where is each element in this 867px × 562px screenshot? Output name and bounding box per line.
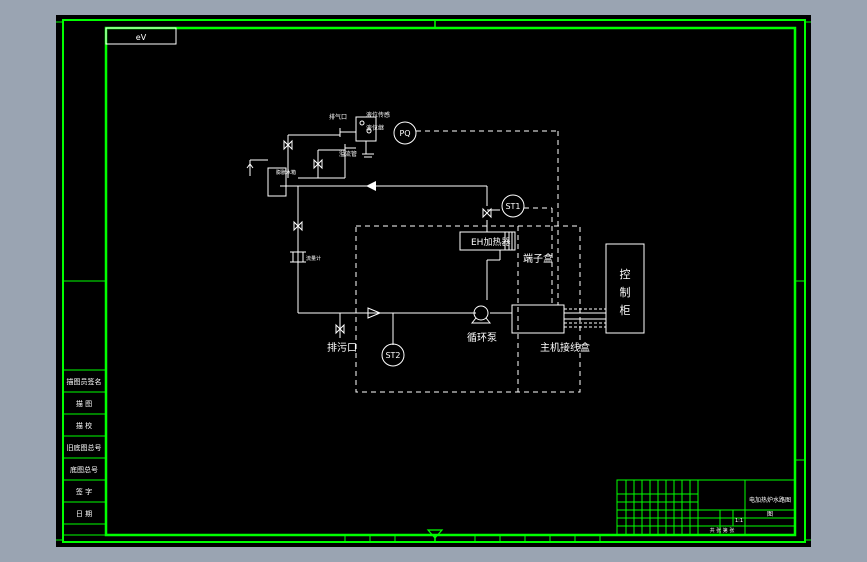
- heater: [459, 231, 516, 251]
- title-block-scale: 1:1: [735, 518, 743, 524]
- dashed-lines: [355, 130, 581, 393]
- st1-label: ST1: [505, 202, 520, 211]
- overflow-valve-icon: [313, 158, 323, 170]
- drain-valve-icon: [335, 323, 345, 335]
- stamp-tracing: 描 图: [76, 399, 92, 408]
- pq-label: PQ: [399, 129, 410, 138]
- flow-meter-label: 流量计: [306, 255, 321, 262]
- title-block-drawing-code: 图: [767, 511, 773, 518]
- return-flow-arrow: [366, 181, 376, 191]
- sheet-tag: eV: [136, 33, 147, 42]
- control-cabinet: [605, 243, 645, 334]
- drawing-frame: [56, 19, 811, 543]
- control-cabinet-char-3: 柜: [620, 304, 631, 317]
- st2-label: ST2: [385, 351, 400, 360]
- expansion-tank-label: 膨胀水箱: [276, 169, 296, 176]
- pq-sensor: [393, 121, 417, 145]
- title-block-sheet: 共 张 第 张: [710, 527, 735, 534]
- title-block-drawing-name: 电加热炉水路图: [749, 496, 791, 504]
- drawing-sheet: [56, 15, 811, 547]
- sheet-tag-box: [105, 27, 177, 45]
- stamp-drawing-no: 底图总号: [70, 465, 98, 474]
- pump: [470, 305, 492, 324]
- side-stamp-labels: 描图员签名 描 图 描 校 旧底图总号 底图总号 签 字 日 期: [67, 377, 102, 518]
- heater-valve-icon: [482, 207, 492, 219]
- main-junction-box: [511, 304, 565, 334]
- st2-sensor: [381, 343, 405, 367]
- overflow-pipe-label: 溢流管: [339, 150, 357, 158]
- title-block: [616, 479, 796, 536]
- stamp-signature: 签 字: [76, 487, 92, 496]
- centering-mark-bottom: [426, 529, 444, 539]
- terminal-box-label: 端子盒: [523, 252, 553, 265]
- drain-label: 排污口: [327, 341, 357, 354]
- cable-bundle: [564, 308, 606, 328]
- vent-port-label: 排气口: [329, 113, 347, 121]
- stamp-date: 日 期: [76, 510, 92, 518]
- main-junction-box-label: 主机接线盒: [540, 341, 590, 354]
- heater-label: EH加热器: [471, 236, 510, 248]
- stamp-tracing-check: 描 校: [76, 421, 92, 430]
- st1-sensor: [501, 194, 525, 218]
- stamp-old-drawing-no: 旧底图总号: [67, 443, 102, 452]
- stamp-tracer-signature: 描图员签名: [67, 377, 102, 386]
- vent-valve-icon: [283, 139, 293, 151]
- piping: [280, 134, 606, 345]
- control-cabinet-char-1: 控: [620, 267, 631, 281]
- valves: [283, 139, 492, 335]
- level-sensor: [339, 116, 377, 158]
- control-cabinet-char-2: 制: [620, 286, 631, 299]
- riser-valve-icon: [293, 220, 303, 232]
- level-gauge-label: 液位传感: [366, 111, 390, 119]
- expansion-tank: [246, 159, 287, 197]
- level-relay-label: 液位继: [366, 124, 384, 132]
- supply-flow-arrow: [367, 307, 382, 319]
- pump-label: 循环泵: [467, 331, 497, 344]
- flow-meter: [290, 251, 306, 263]
- side-stamp-column: [62, 369, 107, 536]
